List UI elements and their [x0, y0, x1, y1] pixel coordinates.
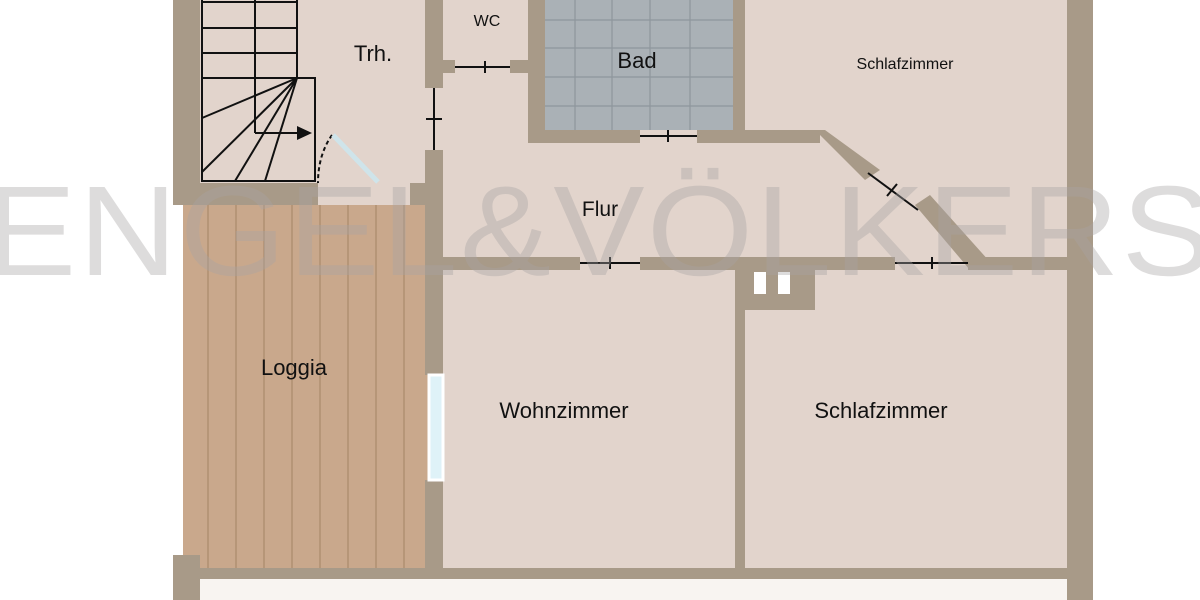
room-label-loggia: Loggia	[261, 355, 328, 380]
doors	[317, 61, 968, 269]
room-label-bad: Bad	[617, 48, 656, 73]
window-loggia	[175, 205, 180, 555]
room-label-flur: Flur	[582, 198, 618, 221]
bad-tiles	[545, 0, 733, 130]
room-label-schlafzimmer-top: Schlafzimmer	[857, 56, 955, 73]
loggia-floor	[183, 205, 428, 568]
bottom-strip	[200, 579, 1067, 600]
staircase	[201, 0, 316, 182]
window-wohnzimmer	[427, 373, 445, 482]
watermark-logo: ENGEL&VÖLKERS	[0, 160, 1200, 303]
room-label-schlafzimmer-bottom: Schlafzimmer	[814, 398, 947, 423]
room-label-trh: Trh.	[354, 41, 392, 66]
chimney-vents	[754, 272, 790, 294]
room-label-wohnzimmer: Wohnzimmer	[499, 398, 628, 423]
room-label-wc: WC	[474, 13, 501, 30]
stair-arrow-icon	[297, 126, 312, 140]
door-leaf-trh	[331, 133, 380, 184]
